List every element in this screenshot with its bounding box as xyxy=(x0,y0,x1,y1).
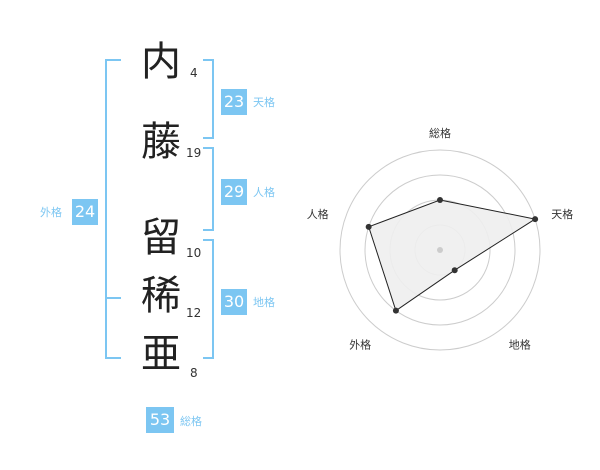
chikaku-label: 地格 xyxy=(253,296,275,309)
radar-point-4 xyxy=(365,223,372,230)
name-char-1: 内 xyxy=(141,39,181,85)
name-char-2: 藤 xyxy=(141,119,181,165)
radar-point-0 xyxy=(437,197,443,203)
radar-ring-3 xyxy=(364,174,516,326)
radar-point-2 xyxy=(451,267,458,274)
radar-point-3 xyxy=(392,307,399,314)
gaikaku-bracket xyxy=(105,59,121,359)
radar-axis-label-1: 天格 xyxy=(551,207,573,221)
stroke-count-4: 12 xyxy=(186,306,202,320)
gaikaku-label: 外格 xyxy=(40,206,62,219)
gaikaku-value: 24 xyxy=(72,199,98,225)
soukaku-label: 総格 xyxy=(180,415,202,428)
radar-polygon xyxy=(368,199,537,312)
radar-axis-label-0: 総格 xyxy=(429,126,451,140)
stroke-count-3: 10 xyxy=(186,246,202,260)
radar-axis-label-2: 地格 xyxy=(509,338,531,352)
tenkaku-bracket xyxy=(203,59,214,139)
soukaku-value: 53 xyxy=(146,407,174,433)
radar-ring-4 xyxy=(339,149,541,351)
chikaku-value: 30 xyxy=(221,289,247,315)
tenkaku-value: 23 xyxy=(221,89,247,115)
jinkaku-label: 人格 xyxy=(253,186,275,199)
radar-point-1 xyxy=(532,216,539,223)
radar-center-dot xyxy=(437,247,443,253)
name-char-4: 稀 xyxy=(141,273,181,319)
radar-axis-label-3: 外格 xyxy=(349,338,371,352)
radar-axis-label-4: 人格 xyxy=(307,207,329,221)
jinkaku-value: 29 xyxy=(221,179,247,205)
stroke-count-1: 4 xyxy=(190,66,198,80)
name-char-3: 留 xyxy=(141,215,181,261)
stroke-count-2: 19 xyxy=(186,146,202,160)
name-char-5: 亜 xyxy=(141,331,181,377)
jinkaku-bracket xyxy=(203,147,214,231)
chikaku-bracket xyxy=(203,239,214,359)
stroke-count-5: 8 xyxy=(190,366,198,380)
tenkaku-label: 天格 xyxy=(253,96,275,109)
